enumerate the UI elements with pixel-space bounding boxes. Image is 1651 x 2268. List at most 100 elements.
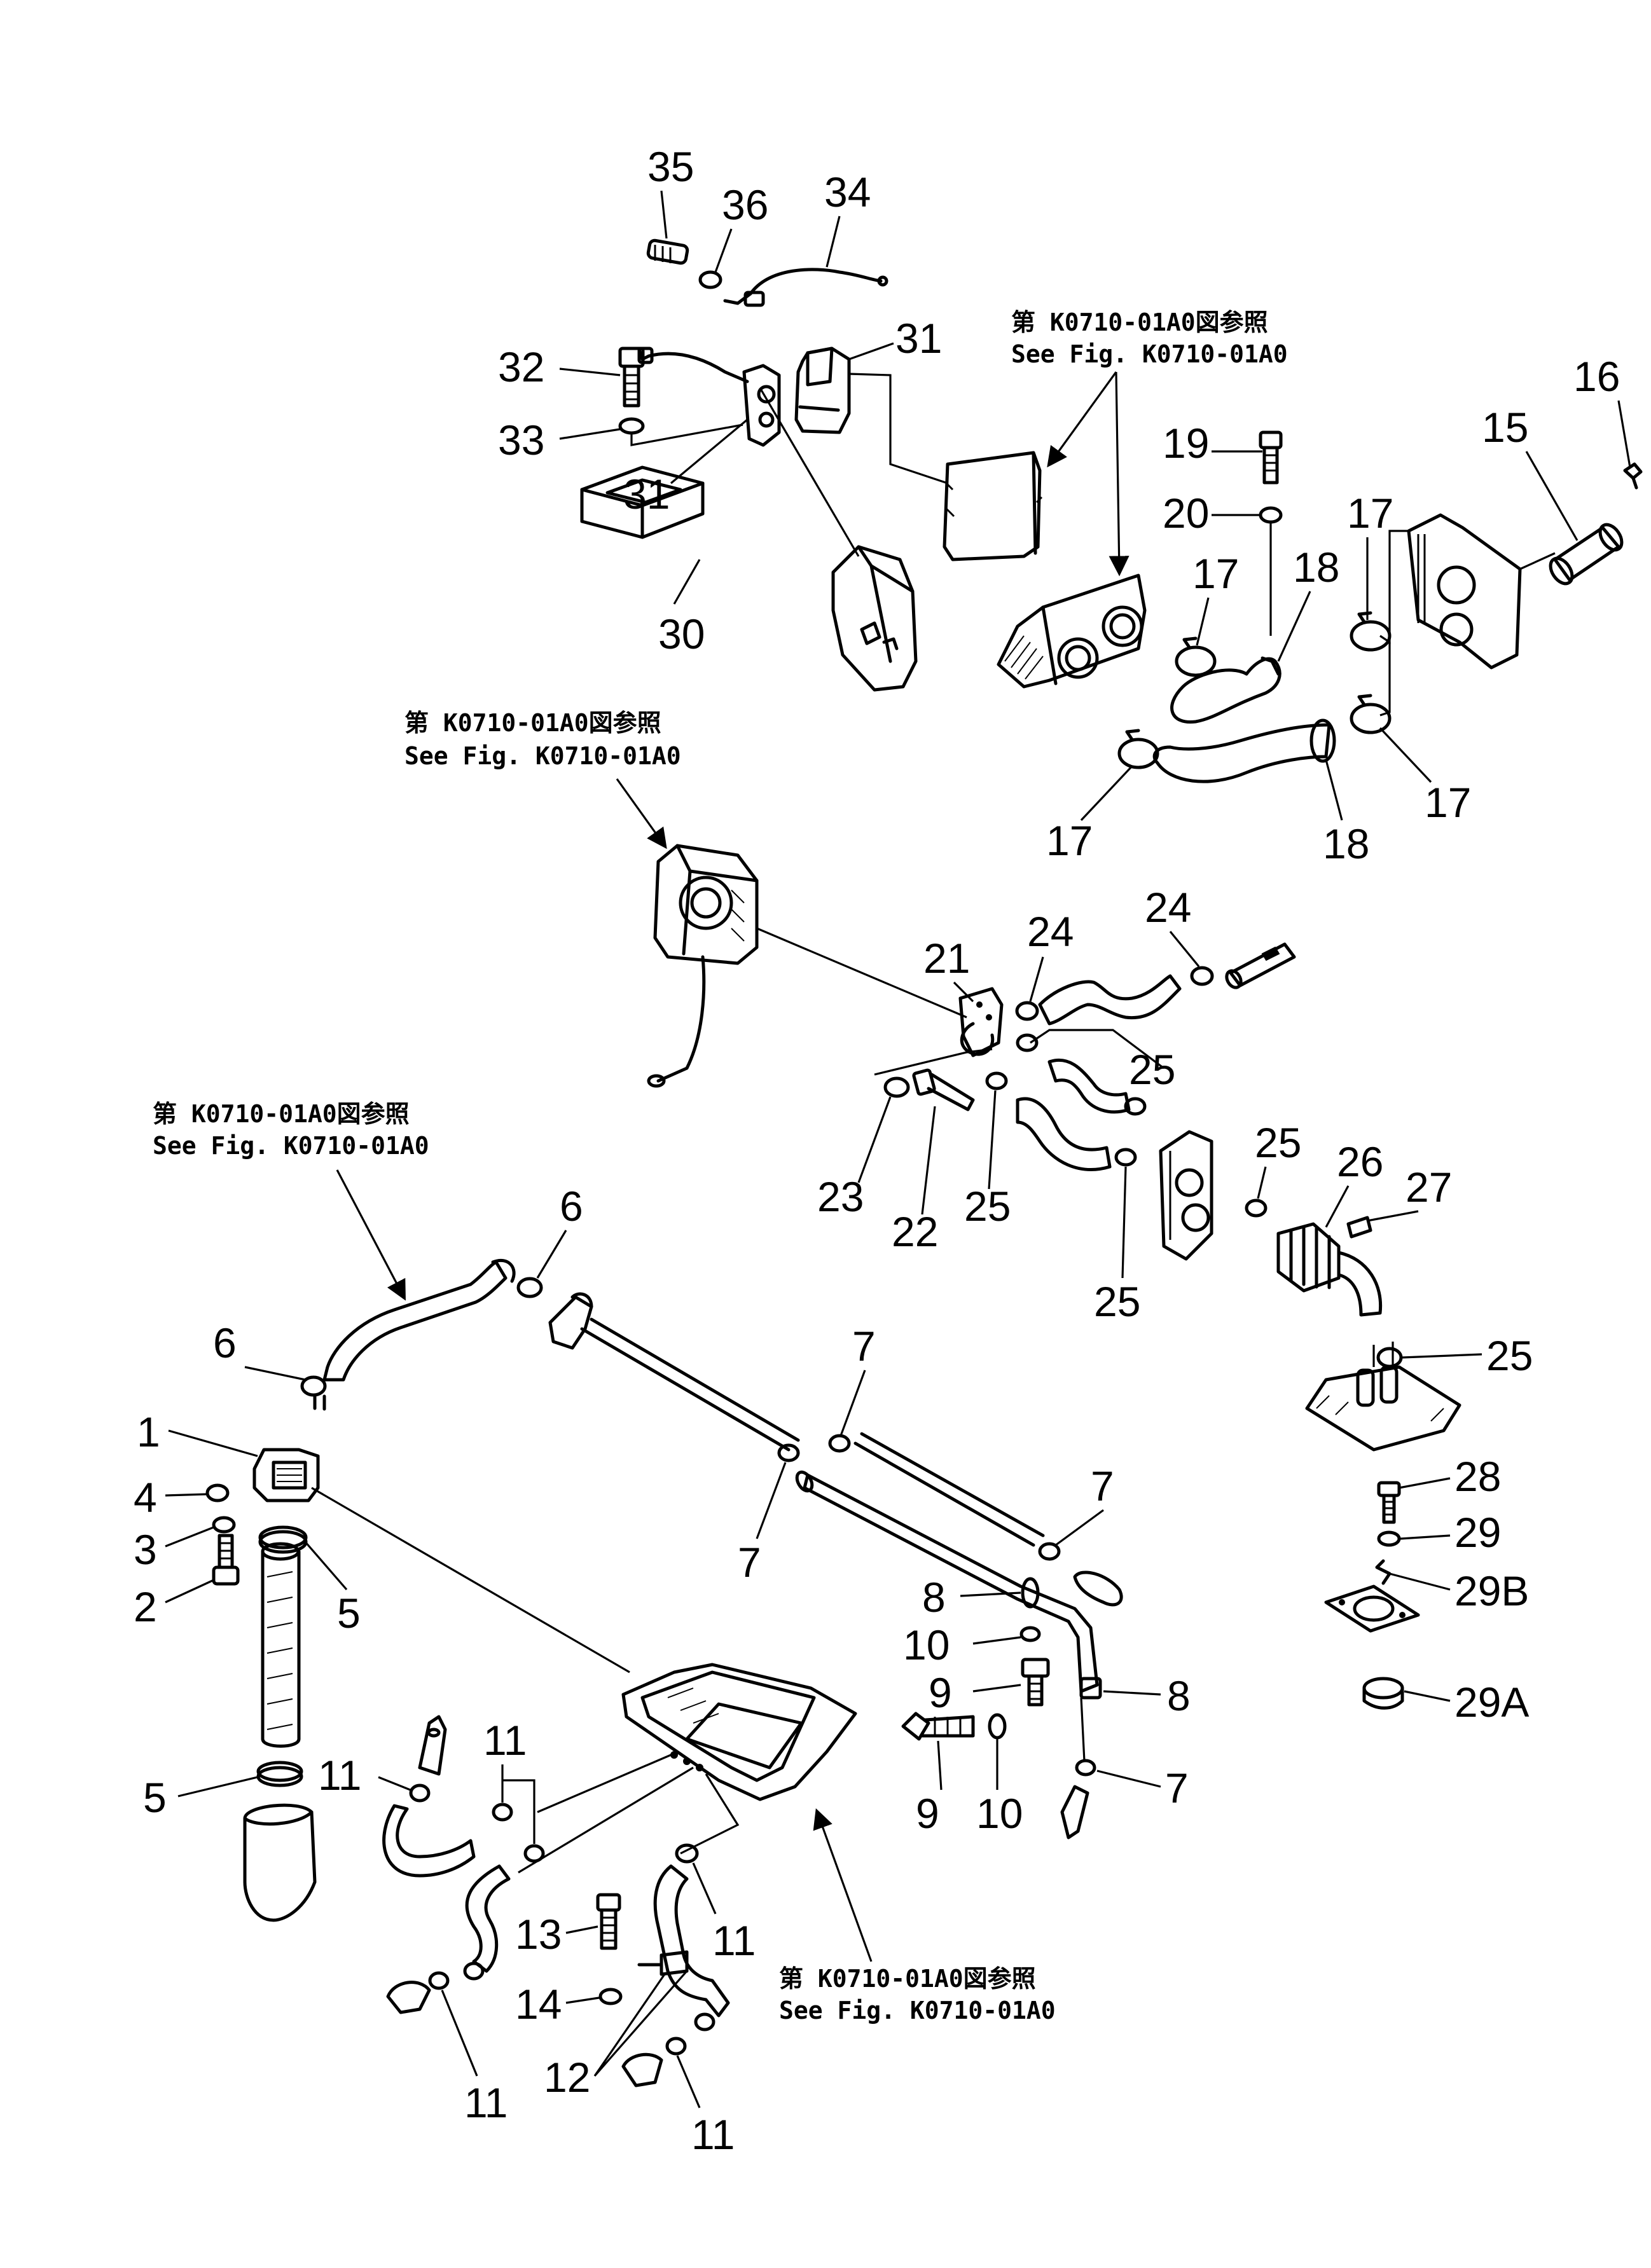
hose-11-b-part (465, 1864, 511, 1973)
hose-25-lower-part (1016, 1097, 1112, 1171)
washer-14-part (598, 1988, 623, 2005)
harness-34-part (749, 268, 883, 296)
ref1-jp: 第 K0710-01A0図参照 (1011, 308, 1268, 336)
heater-core-26-part (1276, 1222, 1383, 1317)
base-plate-part (1305, 1365, 1461, 1452)
connector-11-top-part (418, 1715, 447, 1776)
ref4-en: See Fig. K0710-01A0 (779, 1997, 1056, 2024)
label-25e: 25 (1486, 1332, 1533, 1379)
clamp-5-a-part (258, 1525, 308, 1554)
clamp-17-d-part (1117, 729, 1159, 769)
clamp-7-b-part (828, 1434, 851, 1453)
mounting-bracket-middle (1159, 1130, 1213, 1261)
label-8a: 8 (922, 1574, 946, 1621)
label-2: 2 (134, 1583, 157, 1630)
label-18a: 18 (1293, 544, 1339, 591)
label-26: 26 (1337, 1138, 1383, 1185)
reference-callout-2: 第 K0710-01A0図参照 See Fig. K0710-01A0 (404, 709, 681, 849)
bracket-31-lower-part (742, 364, 781, 447)
control-box-body (831, 545, 918, 692)
bolt-22-part (912, 1068, 975, 1111)
label-13: 13 (515, 1911, 562, 1958)
clamp-25-a-part (1016, 1033, 1039, 1052)
label-31b: 31 (623, 471, 670, 518)
y-connector-part (548, 1292, 593, 1350)
label-22: 22 (892, 1208, 938, 1255)
pipe-5-part (261, 1542, 301, 1748)
clamp-11-g-part (694, 2012, 715, 2031)
washer-33-part (618, 417, 645, 435)
label-10a: 10 (903, 1621, 950, 1668)
clamp-11-b-part (492, 1803, 513, 1822)
label-3: 3 (134, 1526, 157, 1573)
hose-18-upper-part (1170, 657, 1281, 724)
washer-23-part (883, 1076, 910, 1098)
bolt-2-part (212, 1534, 240, 1586)
hose-25-upper-part (1047, 1058, 1131, 1114)
label-11a: 11 (483, 1717, 527, 1764)
bolt-32-part (618, 347, 645, 408)
label-31a: 31 (895, 315, 942, 362)
washer-29-part (1377, 1530, 1401, 1547)
bolt-19-part (1259, 430, 1283, 485)
label-4: 4 (134, 1474, 157, 1521)
label-25b: 25 (964, 1183, 1011, 1230)
bolt-13-part (596, 1893, 621, 1950)
ref3-jp: 第 K0710-01A0図参照 (153, 1100, 410, 1128)
clamp-5-b-part (256, 1761, 303, 1787)
label-17b: 17 (1192, 550, 1239, 597)
clamp-25-e-part (1245, 1199, 1268, 1218)
pipe-8-long-part (803, 1473, 1099, 1693)
duct-outlet-1-part (252, 1448, 320, 1502)
label-18b: 18 (1323, 820, 1369, 867)
clamp-8-lower-part (1079, 1677, 1102, 1700)
washer-10-b-part (988, 1713, 1007, 1740)
washer-20-part (1259, 506, 1283, 524)
valve-21-part (958, 987, 1004, 1057)
clamp-17-b-part (1350, 611, 1392, 652)
label-6b: 6 (213, 1319, 237, 1366)
ref3-en: See Fig. K0710-01A0 (153, 1132, 429, 1160)
clamp-25-c-part (1124, 1097, 1147, 1116)
label-20: 20 (1163, 490, 1209, 537)
reference-callout-4: 第 K0710-01A0図参照 See Fig. K0710-01A0 (779, 1808, 1056, 2024)
bolt-28-part (1377, 1481, 1401, 1524)
clamp-7-a-part (777, 1443, 800, 1462)
label-33: 33 (498, 416, 544, 464)
cover-29b-plate-part (1324, 1584, 1420, 1633)
reference-callout-3: 第 K0710-01A0図参照 See Fig. K0710-01A0 (153, 1100, 429, 1301)
washer-36-part (698, 270, 722, 289)
clamp-25-f-part (1376, 1347, 1403, 1368)
tray-part (621, 1663, 857, 1801)
label-7c: 7 (1091, 1462, 1114, 1509)
label-7d: 7 (1165, 1764, 1189, 1811)
label-19: 19 (1163, 420, 1209, 467)
nozzle-11-a-part (386, 1981, 431, 2014)
label-35: 35 (647, 143, 694, 190)
heater-unit-middle-left (647, 844, 759, 1088)
hose-11-a-part (382, 1804, 476, 1878)
label-11e: 11 (691, 2111, 735, 2158)
clamp-11-d-part (463, 1962, 485, 1981)
label-23: 23 (817, 1173, 864, 1220)
label-25a: 25 (1129, 1046, 1175, 1093)
clamp-7-c-part (1038, 1542, 1061, 1561)
tee-12-part (637, 1950, 689, 1976)
label-11b: 11 (318, 1752, 362, 1799)
hose-24-part (1038, 974, 1182, 1026)
clamp-11-h-part (665, 2037, 687, 2056)
control-panel-part (943, 451, 1043, 561)
reference-callout-1: 第 K0710-01A0図参照 See Fig. K0710-01A0 (1011, 308, 1288, 577)
clamp-24-b-part (1190, 966, 1214, 986)
clamp-11-f-part (675, 1843, 699, 1864)
pipe-7-middle-part (853, 1432, 1045, 1547)
hose-11-c-part (653, 1864, 730, 2017)
clamp-11-a-part (409, 1783, 431, 1803)
label-15: 15 (1482, 404, 1528, 451)
label-8b: 8 (1167, 1672, 1191, 1719)
ref2-en: See Fig. K0710-01A0 (404, 742, 681, 770)
end-cap-7-part (1073, 1570, 1123, 1607)
pipe-7-long-upper-part (580, 1317, 800, 1452)
clip-29b-part (1375, 1559, 1392, 1585)
label-7a: 7 (852, 1323, 876, 1370)
